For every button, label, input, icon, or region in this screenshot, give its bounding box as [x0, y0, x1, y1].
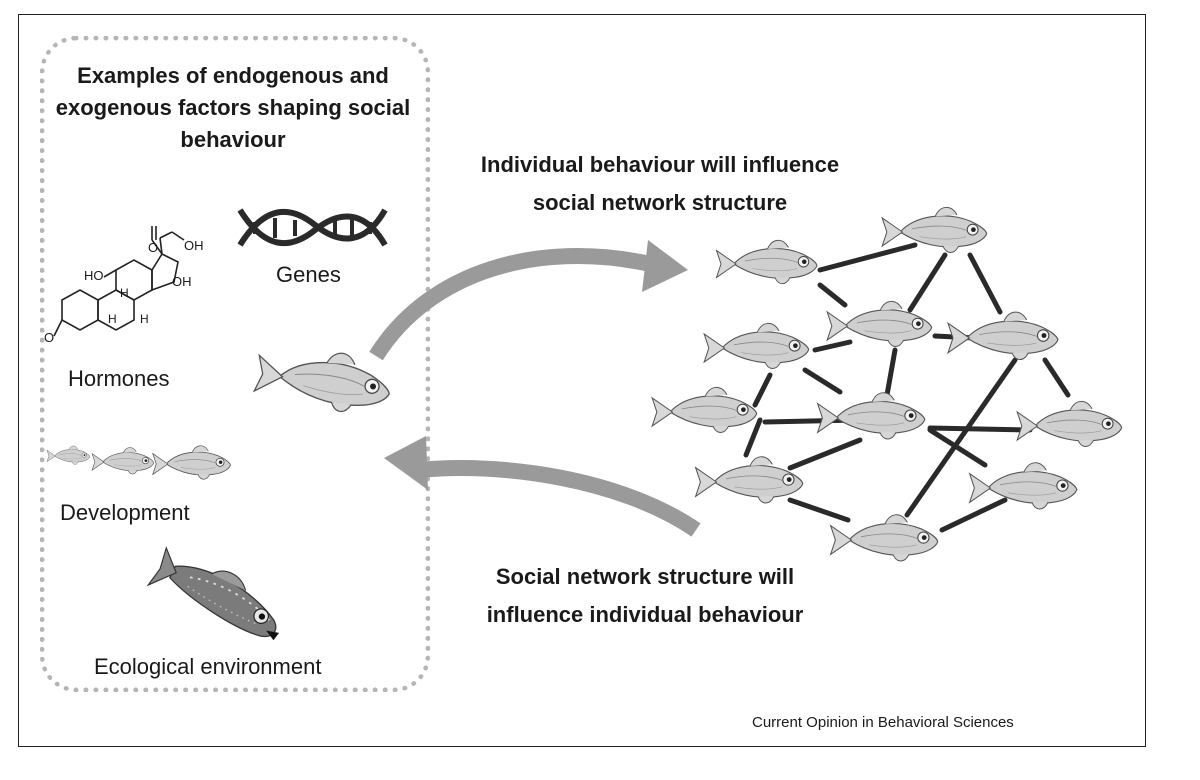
development-label: Development — [60, 500, 190, 525]
molecule-label-ho: HO — [84, 268, 104, 283]
steroid-molecule-icon — [53, 226, 185, 337]
arrow-text-top-line2: social network structure — [532, 190, 788, 215]
molecule-label-h2: H — [140, 312, 149, 326]
arrow-text-top: Individual behaviour will influence soci… — [430, 146, 890, 222]
molecule-label-h3: H — [108, 312, 117, 326]
figure-frame — [18, 14, 1146, 747]
journal-credit: Current Opinion in Behavioral Sciences — [752, 714, 1014, 731]
hormones-label: Hormones — [68, 366, 170, 391]
arrow-text-bottom: Social network structure will influence … — [430, 558, 860, 634]
molecule-label-o-top: O — [148, 240, 159, 255]
network-edges — [743, 242, 1071, 533]
genes-label: Genes — [276, 262, 341, 287]
larval-fish-icon — [46, 445, 91, 465]
arrow-to-individual — [419, 460, 701, 537]
panel-title: Examples of endogenous and exogenous fac… — [55, 63, 411, 152]
arrow-text-bottom-line1: Social network structure will — [495, 564, 795, 589]
adult-fish-icon — [152, 445, 231, 480]
juvenile-fish-icon — [91, 447, 155, 475]
factors-panel — [40, 36, 430, 692]
arrow-text-bottom-line2: influence individual behaviour — [486, 602, 804, 627]
environment-label: Ecological environment — [94, 654, 322, 679]
dna-icon — [237, 208, 388, 247]
molecule-label-oh-right: OH — [172, 274, 192, 289]
molecule-label-o-left: O — [44, 330, 55, 345]
arrow-to-individual-head — [384, 436, 428, 490]
molecule-label-h1: H — [120, 286, 129, 300]
arrow-text-top-line1: Individual behaviour will influence — [480, 152, 840, 177]
arrow-to-network — [369, 248, 652, 361]
arrow-to-network-head — [642, 240, 688, 292]
predator-fish-icon — [147, 541, 295, 647]
molecule-label-oh-top: OH — [184, 238, 204, 253]
